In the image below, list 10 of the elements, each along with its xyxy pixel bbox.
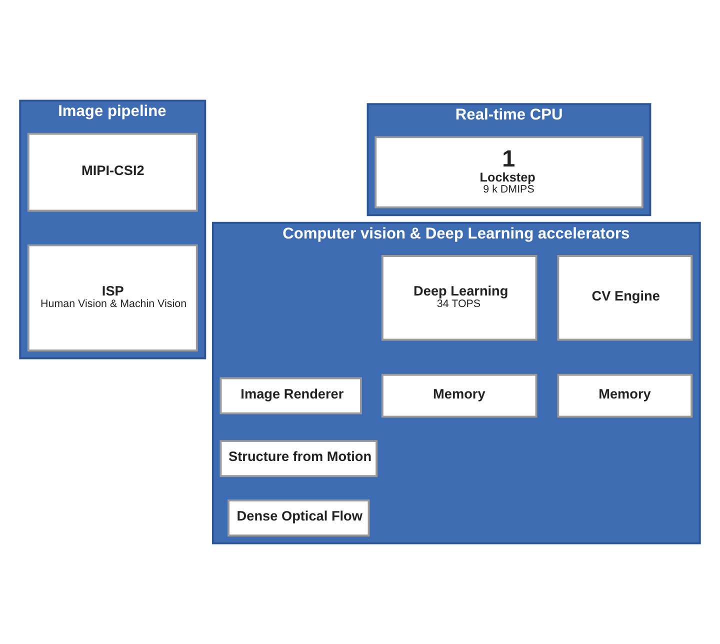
node-box: Structure from Motion: [220, 440, 378, 478]
node-box: MIPI-CSI2: [27, 132, 198, 212]
node-box: CV Engine: [557, 255, 693, 341]
node-box: Memory: [557, 374, 693, 418]
node-box: 1 Lockstep 9 k DMIPS: [374, 136, 644, 208]
node-box: Image Renderer: [220, 377, 362, 414]
node-box: Dense Optical Flow: [228, 499, 370, 536]
node-box: Deep Learning 34 TOPS: [381, 255, 538, 341]
node-box: Memory: [381, 374, 538, 418]
node-box: ISP Human Vision & Machin Vision: [27, 244, 198, 352]
